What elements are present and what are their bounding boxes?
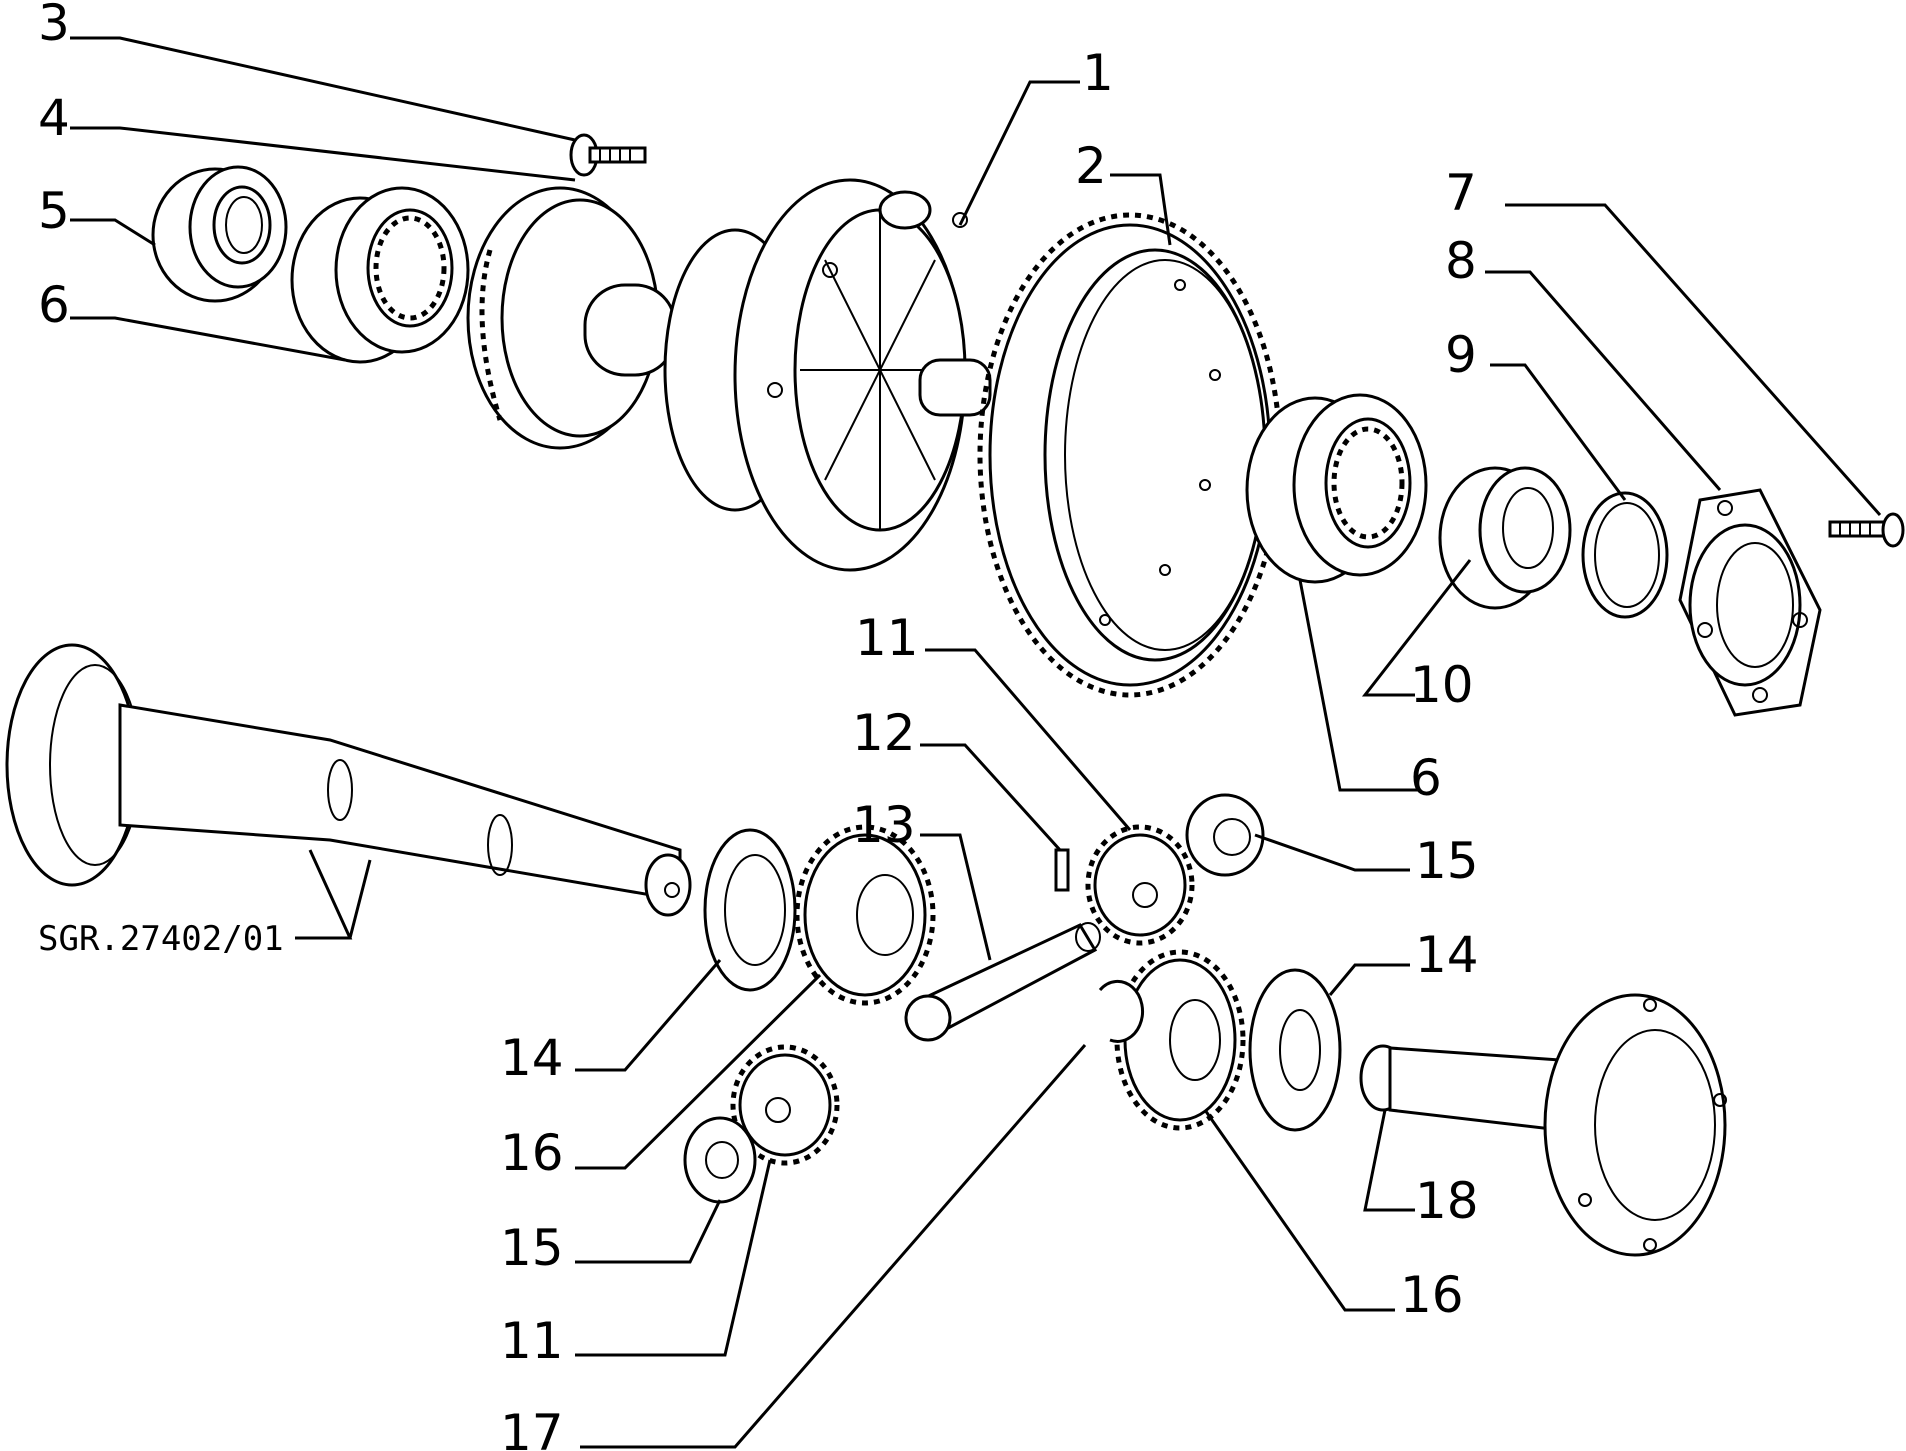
leader-lines bbox=[70, 36, 1882, 1449]
race-10 bbox=[1438, 466, 1572, 610]
leader-16-left bbox=[575, 973, 822, 1170]
leader-11-bottom bbox=[575, 1159, 772, 1357]
pinion-11-bottom bbox=[730, 1044, 840, 1166]
bearing-6-left bbox=[290, 186, 470, 364]
leader-8 bbox=[1485, 270, 1722, 491]
leader-14-right bbox=[1328, 963, 1410, 996]
leader-13 bbox=[920, 833, 992, 961]
callout-15-bottom: 15 bbox=[500, 1219, 564, 1277]
side-gear-16-right bbox=[1114, 949, 1246, 1131]
side-gear-16-left bbox=[794, 824, 936, 1006]
cover-4 bbox=[466, 186, 660, 450]
callout-1: 1 bbox=[1082, 44, 1114, 102]
callout-5: 5 bbox=[38, 182, 70, 240]
washer-15-top bbox=[1185, 793, 1265, 877]
callout-16-right: 16 bbox=[1400, 1266, 1464, 1324]
circlip-17 bbox=[1098, 979, 1144, 1043]
leader-sgr bbox=[295, 849, 372, 940]
callout-6b: 6 bbox=[1410, 749, 1442, 807]
part-drawings bbox=[5, 133, 1905, 1257]
callout-17: 17 bbox=[500, 1404, 564, 1451]
leader-3 bbox=[70, 36, 576, 142]
callout-2: 2 bbox=[1075, 137, 1107, 195]
cover-8 bbox=[1678, 488, 1822, 717]
ring-gear-2 bbox=[977, 212, 1283, 698]
pin-12 bbox=[1054, 848, 1070, 892]
callout-3: 3 bbox=[38, 0, 70, 52]
callout-12: 12 bbox=[852, 704, 916, 762]
axle-shaft-right bbox=[1359, 993, 1727, 1257]
callout-14-right: 14 bbox=[1415, 926, 1479, 984]
callout-10: 10 bbox=[1410, 656, 1474, 714]
pinion-shaft-13 bbox=[904, 922, 1101, 1042]
bearing-5 bbox=[151, 165, 288, 303]
callout-6: 6 bbox=[38, 276, 70, 334]
axle-shaft-left bbox=[5, 643, 692, 917]
leader-9 bbox=[1490, 363, 1627, 501]
leader-6 bbox=[70, 316, 346, 362]
callout-labels: 1 2 3 4 5 6 7 8 9 10 6 11 12 13 15 14 18… bbox=[38, 0, 1479, 1451]
shim-9 bbox=[1581, 491, 1669, 619]
callout-9: 9 bbox=[1445, 326, 1477, 384]
callout-16-left: 16 bbox=[500, 1124, 564, 1182]
callout-18: 18 bbox=[1415, 1172, 1479, 1230]
bolt-7 bbox=[1828, 512, 1905, 548]
leader-4 bbox=[70, 126, 576, 182]
leader-2 bbox=[1110, 173, 1172, 246]
leader-15-top bbox=[1254, 833, 1410, 872]
callout-14-left: 14 bbox=[500, 1029, 564, 1087]
leader-1 bbox=[958, 80, 1080, 226]
callout-8: 8 bbox=[1445, 232, 1477, 290]
leader-18 bbox=[1363, 1109, 1415, 1212]
leader-12 bbox=[920, 743, 1062, 852]
leader-6b bbox=[1298, 579, 1420, 792]
leader-16-right bbox=[1203, 1109, 1395, 1312]
leader-14-left bbox=[575, 959, 722, 1072]
leader-15-bottom bbox=[575, 1199, 722, 1264]
callout-7: 7 bbox=[1445, 164, 1477, 222]
callout-15-top: 15 bbox=[1415, 832, 1479, 890]
washer-14-right bbox=[1248, 968, 1342, 1132]
callout-11-top: 11 bbox=[855, 609, 919, 667]
bearing-6-right bbox=[1245, 393, 1428, 584]
housing-1 bbox=[583, 178, 992, 572]
washer-14-left bbox=[703, 828, 797, 992]
bolt-3 bbox=[569, 133, 647, 177]
pinion-11-top bbox=[1085, 824, 1195, 946]
callout-13: 13 bbox=[852, 796, 916, 854]
leader-7 bbox=[1505, 203, 1882, 516]
drawing-code: SGR.27402/01 bbox=[38, 919, 284, 959]
callout-4: 4 bbox=[38, 89, 70, 147]
callout-11-bottom: 11 bbox=[500, 1312, 564, 1370]
washer-15-bottom bbox=[683, 1116, 757, 1204]
leader-5 bbox=[70, 218, 156, 247]
leader-10 bbox=[1361, 559, 1472, 697]
leader-17 bbox=[580, 1044, 1087, 1449]
leader-11-top bbox=[925, 648, 1132, 831]
